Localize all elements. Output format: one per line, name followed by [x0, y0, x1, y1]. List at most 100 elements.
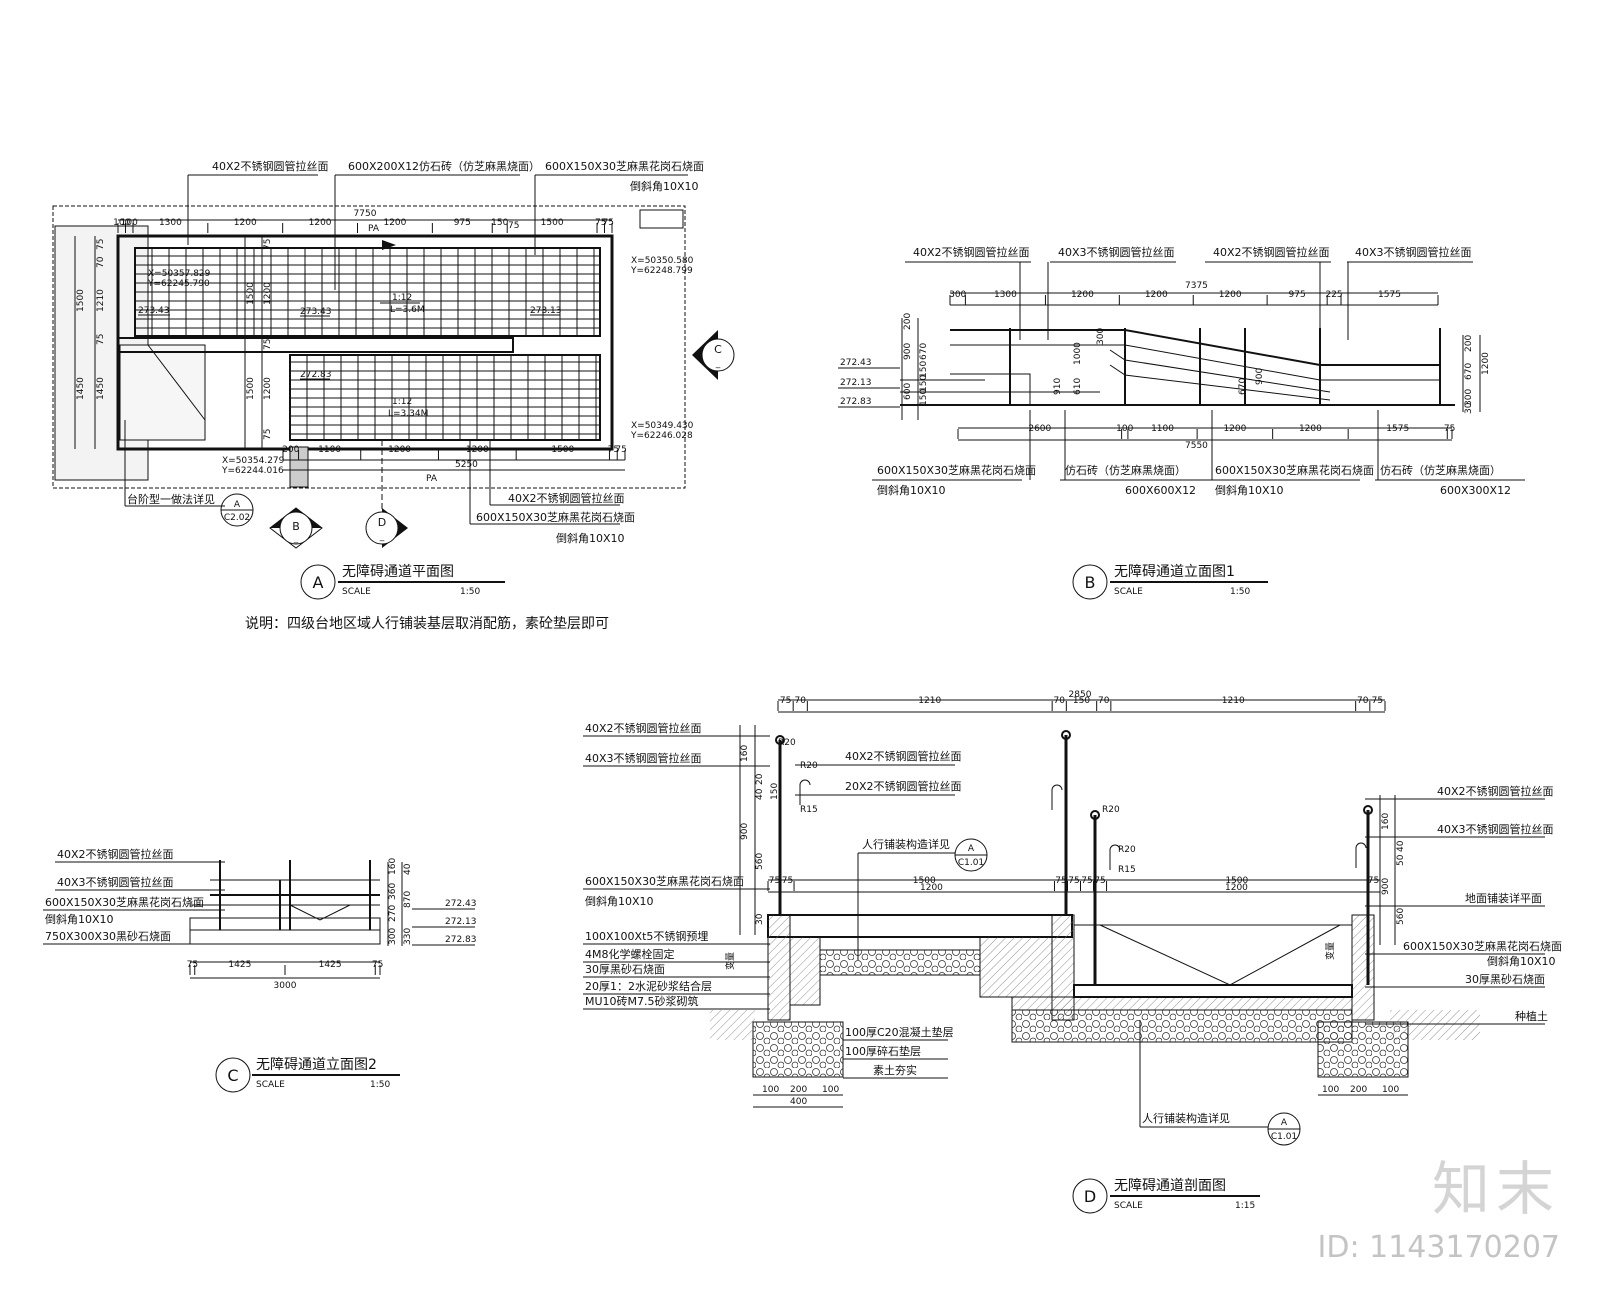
elev-b-mid-910: 910 — [1053, 378, 1063, 395]
elev-b-rail-top — [950, 329, 1440, 366]
sec-d-inner-1200b: 1200 — [1225, 883, 1248, 893]
plan-top-dim-label: 1500 — [541, 218, 564, 228]
sec-d-top-dim-label: 70 — [795, 696, 807, 706]
plan-bottom-total: 5250 — [455, 460, 478, 470]
sec-d-ref-bot-2: C1.01 — [1271, 1132, 1297, 1142]
plan-top-dim-label: 1200 — [383, 218, 406, 228]
sec-d-right-callout: 600X150X30芝麻黑花岗石烧面 — [1403, 939, 1562, 953]
plan-top-dim-label: 100 — [121, 218, 138, 228]
elev-b-bottom-dim-label: 2600 — [1028, 424, 1051, 434]
plan-top-dim-label: 1200 — [309, 218, 332, 228]
plan-stone-block — [289, 446, 309, 488]
plan-left-dim-1450a: 1450 — [76, 377, 86, 400]
sec-d-top-dim-label: 150 — [1073, 696, 1090, 706]
sec-d-rv-900: 900 — [1381, 878, 1391, 895]
sec-d-right-callout: 种植土 — [1515, 1009, 1548, 1023]
sec-d-lv-20: 20 — [755, 773, 765, 785]
sec-d-rail-pipe — [1363, 805, 1373, 815]
section-mark-d: D _ — [365, 440, 408, 548]
plan-coord-y3: Y=62246.028 — [630, 431, 693, 441]
plan-callout-chamfer: 倒斜角10X10 — [630, 180, 699, 193]
sec-d-right-callout: 地面铺装详平面 — [1465, 891, 1542, 905]
plan-inner-dim-1500a: 1500 — [246, 282, 256, 305]
elev-c-rdim-330: 330 — [403, 928, 413, 945]
plan-coord-x2: X=50350.580 — [631, 256, 694, 266]
elev-b-bottom-callout-a: 仿石砖（仿芝麻黑烧面） — [1065, 463, 1186, 477]
plan-pa-top: PA — [368, 224, 380, 234]
sec-d-left-callout: 600X150X30芝麻黑花岗石烧面 — [585, 874, 744, 888]
elev-c-scale: 1:50 — [370, 1080, 390, 1090]
elev-c-rdim-360: 360 — [388, 883, 398, 900]
elev-b-mid-1000: 1000 — [1073, 342, 1083, 365]
elev-b-vdim-670: 670 — [919, 343, 929, 360]
plan-center-wall — [117, 337, 514, 353]
sec-d-mid-dim-label: 75 — [782, 876, 793, 886]
sec-d-scale-label: SCALE — [1114, 1201, 1143, 1211]
plan-title-circle — [300, 564, 336, 600]
sec-d-radius-2: R20 — [800, 761, 818, 771]
elev-b-bottom-callout-b: 倒斜角10X10 — [1215, 484, 1284, 497]
plan-coord-y2: Y=62248.799 — [630, 266, 693, 276]
sec-d-mid-dim-label: 75 — [1081, 876, 1092, 886]
sec-d-inner-1200a: 1200 — [920, 883, 943, 893]
sec-d-right-callout: 40X3不锈钢圆管拉丝面 — [1437, 822, 1554, 836]
elev-c-level-2: 272.13 — [445, 917, 477, 927]
elev-b-bottom-dim-label: 100 — [1116, 424, 1133, 434]
section-mark-b: B _ — [269, 507, 323, 549]
sec-d-rail-pipe — [775, 735, 785, 745]
sec-d-handrail-hook — [1109, 844, 1121, 870]
sec-d-footing-left — [752, 1021, 844, 1078]
sec-d-left-slab — [767, 914, 1073, 938]
elev-c-rdim-870: 870 — [403, 891, 413, 908]
plan-slope-ratio-2: 1:12 — [392, 397, 412, 407]
plan-top-extra: 75 — [508, 221, 519, 231]
sec-d-rv-50: 50 — [1396, 854, 1406, 866]
plan-pa-bottom: PA — [426, 474, 438, 484]
plan-top-dim-label: 975 — [454, 218, 471, 228]
plan-step-ref-top: A — [234, 500, 241, 510]
elev-b-top-dim-label: 1200 — [1145, 290, 1168, 300]
sec-d-ref-top-1: A — [968, 844, 975, 854]
sec-d-mid-dim-label: 75 — [1094, 876, 1105, 886]
section-mark-c: C _ — [692, 330, 735, 380]
sec-d-radius-5: R20 — [1118, 845, 1136, 855]
sec-d-rv-40: 40 — [1396, 840, 1406, 852]
elev-b-bottom-callout-b: 600X300X12 — [1440, 484, 1511, 497]
elev-c-callout: 600X150X30芝麻黑花岗石烧面 — [45, 895, 204, 909]
sec-d-foot-r-3: 100 — [1382, 1085, 1399, 1095]
plan-bottom-dim-label: 1500 — [551, 445, 574, 455]
plan-upper-ramp — [134, 247, 601, 337]
sec-d-foot-l-1: 100 — [762, 1085, 779, 1095]
elev-b-top-dim-label: 1200 — [1219, 290, 1242, 300]
plan-scale: 1:50 — [460, 587, 480, 597]
section-mark-b-letter: B — [292, 520, 300, 533]
elev-b-vdim-150c: 150 — [919, 389, 929, 406]
elevation-c: 40X2不锈钢圆管拉丝面40X3不锈钢圆管拉丝面600X150X30芝麻黑花岗石… — [43, 847, 477, 1093]
watermark: 知末 ID: 1143170207 — [1318, 1160, 1560, 1265]
plan-site-boundary — [52, 205, 686, 489]
elev-c-scale-label: SCALE — [256, 1080, 285, 1090]
elev-b-title: 无障碍通道立面图1 — [1114, 564, 1235, 580]
elev-c-base — [189, 929, 381, 945]
sec-d-top-dim-label: 70 — [1098, 696, 1110, 706]
elev-b-top-callout: 40X2不锈钢圆管拉丝面 — [913, 245, 1030, 259]
sec-d-rv-560: 560 — [1396, 908, 1406, 925]
elev-b-top-callout: 40X3不锈钢圆管拉丝面 — [1058, 245, 1175, 259]
sec-d-handrail-hook — [799, 779, 811, 805]
elev-b-top-dim-label: 1200 — [1071, 290, 1094, 300]
sec-d-ref-top-2: A — [1281, 1118, 1288, 1128]
sec-d-mid-dim-label: 75 — [1368, 876, 1379, 886]
sec-d-left-callout: 4M8化学螺栓固定 — [585, 947, 675, 961]
sec-d-foot-r-2: 200 — [1350, 1085, 1367, 1095]
plan-level-3: 273.13 — [530, 306, 562, 316]
sec-d-gravel-right — [1011, 1009, 1353, 1043]
plan-landing — [119, 344, 206, 441]
sec-d-bottom-callout-3: 素土夯实 — [873, 1063, 917, 1077]
elev-b-scale-label: SCALE — [1114, 587, 1143, 597]
